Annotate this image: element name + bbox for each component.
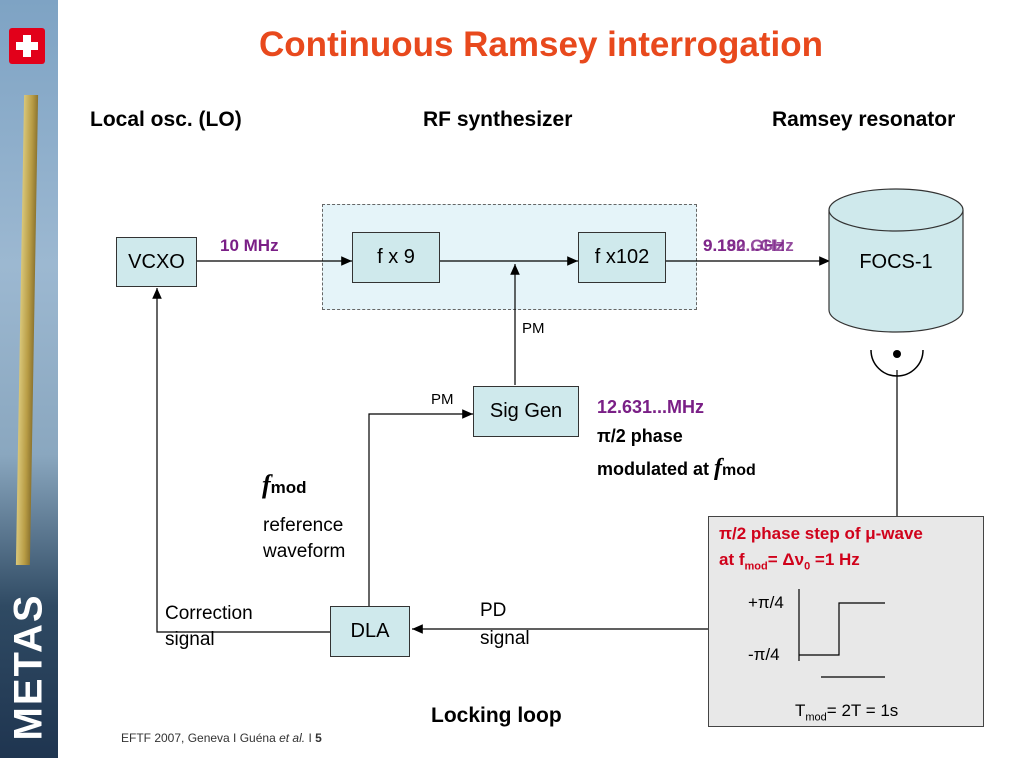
header-rf-synth: RF synthesizer <box>423 108 573 131</box>
footer: EFTF 2007, Geneva I Guéna et al. I 5 <box>121 731 322 745</box>
panel-line2: at fmod= Δν0 =1 Hz <box>719 550 860 573</box>
label-pm-top: PM <box>522 320 545 337</box>
focs-resonator: FOCS-1 <box>828 188 964 338</box>
dla-block: DLA <box>330 606 410 657</box>
label-siggen-freq: 12.631...MHz <box>597 397 705 417</box>
label-pd-line2: signal <box>480 628 530 649</box>
panel-minus-label: -π/4 <box>748 645 780 664</box>
label-pm-left: PM <box>431 391 454 408</box>
page-title: Continuous Ramsey interrogation <box>259 25 823 64</box>
detector-icon <box>870 349 924 377</box>
fx9-block: f x 9 <box>352 232 440 283</box>
label-pd-line1: PD <box>480 600 507 621</box>
header-ramsey: Ramsey resonator <box>772 108 956 131</box>
fx102-block: f x102 <box>578 232 666 283</box>
panel-plus-label: +π/4 <box>748 593 784 612</box>
label-ref-line1: reference <box>263 515 344 536</box>
siggen-block: Sig Gen <box>473 386 579 437</box>
panel-line1: π/2 phase step of μ-wave <box>719 524 923 543</box>
wire-dla-siggen <box>368 409 473 606</box>
label-phase-line1: π/2 phase <box>597 426 683 446</box>
label-corr-line2: signal <box>165 629 215 650</box>
label-ghz-b: 9.192...GHz <box>703 236 794 255</box>
label-fmod-left: fmod <box>262 470 307 499</box>
cylinder-icon <box>828 188 964 333</box>
label-corr-line1: Correction <box>165 603 253 624</box>
wire-correction <box>152 288 330 633</box>
focs-label: FOCS-1 <box>859 251 933 273</box>
panel-t-label: Tmod= 2T = 1s <box>795 701 899 724</box>
label-locking-loop: Locking loop <box>431 704 562 727</box>
swiss-flag-icon <box>9 28 45 64</box>
label-ghz-a: 9.180 GHz <box>703 236 785 255</box>
label-phase-line2: modulated at fmod <box>597 455 756 481</box>
phase-step-panel: π/2 phase step of μ-wave at fmod= Δν0 =1… <box>708 516 984 727</box>
header-local-osc: Local osc. (LO) <box>90 108 242 131</box>
label-10mhz: 10 MHz <box>220 236 279 255</box>
label-ref-line2: waveform <box>263 541 346 562</box>
square-wave <box>798 589 885 678</box>
vcxo-block: VCXO <box>116 237 197 287</box>
